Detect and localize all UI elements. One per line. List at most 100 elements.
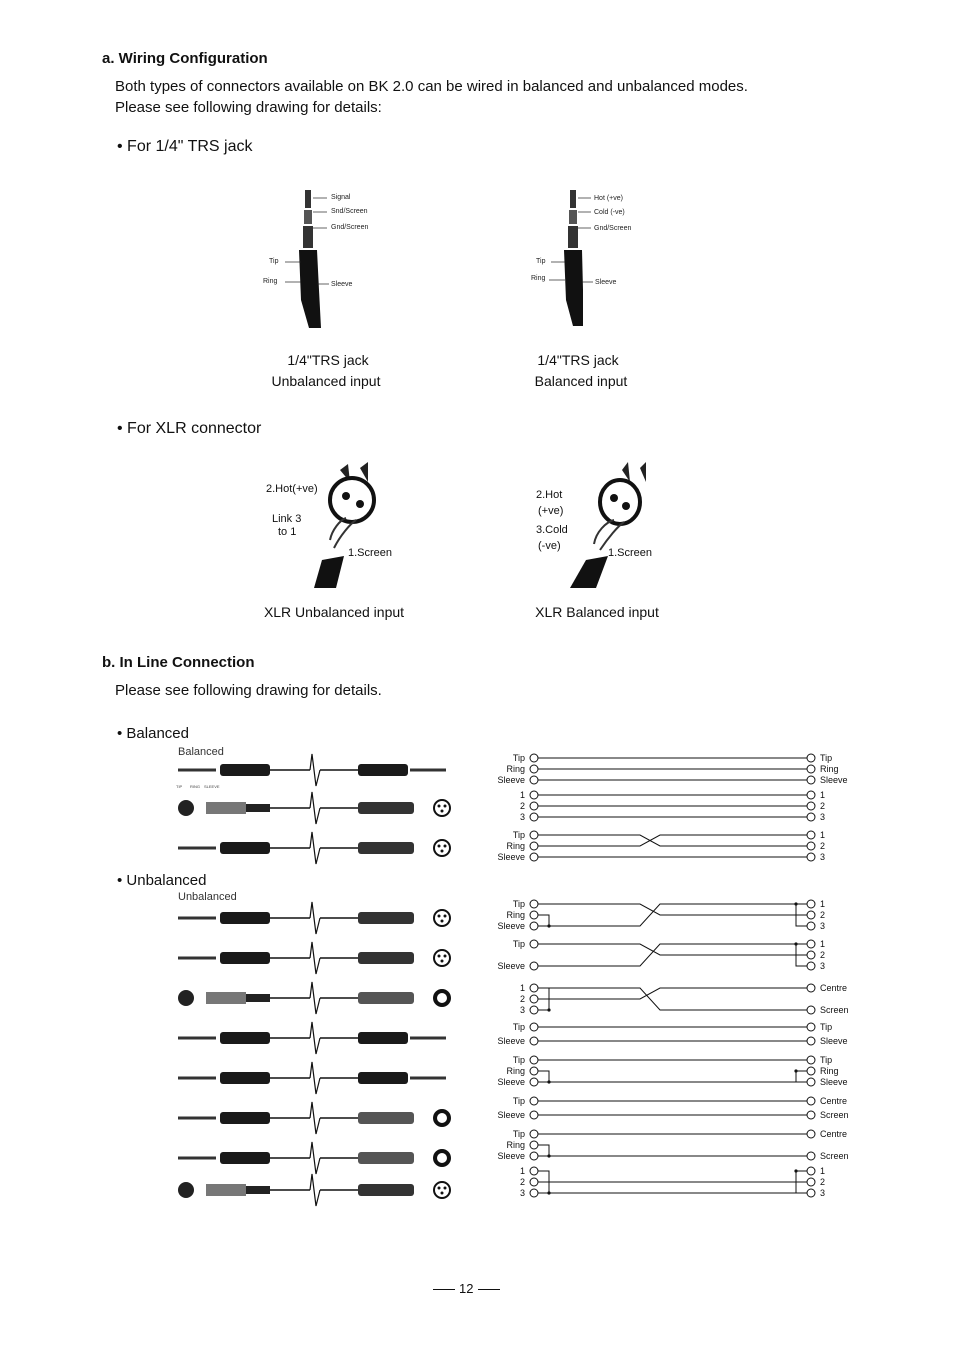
connector-body <box>220 952 270 964</box>
wiring-line <box>538 834 807 847</box>
wiring-right-label: Screen <box>820 1110 849 1120</box>
wiring-terminal <box>529 830 539 840</box>
wiring-right-label: 3 <box>820 961 825 971</box>
wiring-diagrams: TipRingSleeveTipRingSleeve123123TipRingS… <box>497 753 849 1198</box>
xlr-face-icon <box>178 990 194 1006</box>
connector-body <box>206 1184 246 1196</box>
wiring-bridge <box>795 1070 807 1083</box>
cable-row <box>178 1141 451 1175</box>
wiring-terminal <box>806 1036 816 1046</box>
trs-bal-label-hot: Hot (+ve) <box>594 195 623 202</box>
wiring-terminal <box>806 790 816 800</box>
xlr-pin <box>437 844 441 848</box>
wiring-terminal <box>529 1188 539 1198</box>
trs-bal-label-cold: Cold (-ve) <box>594 209 625 216</box>
wiring-terminal <box>529 1110 539 1120</box>
xlr-unbal-label-screen: 1.Screen <box>348 547 392 559</box>
wiring-bridge <box>538 1170 550 1194</box>
trs-unbal-caption-1: 1/4"TRS jack <box>287 352 369 368</box>
wiring-terminal <box>806 1096 816 1106</box>
xlr-face-icon <box>433 909 451 927</box>
wiring-left-label: Tip <box>513 1096 525 1106</box>
wiring-right-label: 2 <box>820 950 825 960</box>
xlr-bal-label-cold-ve: (-ve) <box>538 540 561 552</box>
wiring-left-label: Tip <box>513 1129 525 1139</box>
xlr-pin <box>437 1186 441 1190</box>
xlr-pin <box>443 844 447 848</box>
wiring-line <box>538 903 807 916</box>
wiring-left-label: Sleeve <box>497 921 525 931</box>
wiring-terminal <box>806 1005 816 1015</box>
cable-break <box>309 1173 321 1207</box>
connector-body <box>358 1184 414 1196</box>
connector-body <box>358 912 414 924</box>
connector-body <box>358 802 414 814</box>
trs-unbal-label-ring: Ring <box>263 278 278 285</box>
wiring-right-label: 3 <box>820 852 825 862</box>
wiring-terminal <box>529 1036 539 1046</box>
connector-body <box>220 912 270 924</box>
cable-row <box>178 791 451 825</box>
trs-unbal-label-tip: Tip <box>269 258 279 265</box>
xlr-pin <box>437 914 441 918</box>
wiring-left-label: 2 <box>520 1177 525 1187</box>
wiring-left-label: Ring <box>506 1140 525 1150</box>
connector-body <box>358 1112 414 1124</box>
wiring-bridge <box>538 1070 550 1083</box>
cable-break <box>309 831 321 865</box>
cable-row <box>178 901 451 935</box>
trs-unbal-label-snd: Snd/Screen <box>331 208 368 215</box>
wiring-line <box>538 987 807 1011</box>
wiring-right-label: Sleeve <box>820 1036 848 1046</box>
wiring-terminal <box>529 1140 539 1150</box>
wiring-left-label: 1 <box>520 1166 525 1176</box>
wiring-terminal <box>529 1096 539 1106</box>
xlr-face-icon <box>433 799 451 817</box>
connector-body <box>358 992 414 1004</box>
photo-label-tip: TIP <box>176 784 183 789</box>
cable-row <box>178 1173 451 1207</box>
wiring-right-label: 2 <box>820 1177 825 1187</box>
wiring-terminal <box>529 1151 539 1161</box>
wiring-terminal <box>529 764 539 774</box>
wiring-right-label: Tip <box>820 753 832 763</box>
trs-bal-label-tip: Tip <box>536 258 546 265</box>
wiring-terminal <box>529 852 539 862</box>
balanced-bullet: • Balanced <box>117 725 189 742</box>
wiring-terminal <box>806 910 816 920</box>
connector-body <box>206 802 246 814</box>
wiring-left-label: Tip <box>513 899 525 909</box>
wiring-left-label: Sleeve <box>497 1036 525 1046</box>
wiring-left-label: Ring <box>506 1066 525 1076</box>
wiring-terminal <box>529 1077 539 1087</box>
wiring-left-label: Sleeve <box>497 775 525 785</box>
photo-label-ring: RING <box>190 784 200 789</box>
xlr-unbal-caption: XLR Unbalanced input <box>263 604 405 620</box>
xlr-pin <box>440 959 444 963</box>
wiring-terminal <box>529 961 539 971</box>
wiring-left-label: 3 <box>520 1005 525 1015</box>
trs-bal-label-gnd: Gnd/Screen <box>594 225 631 232</box>
connector-body <box>220 842 270 854</box>
wiring-junction <box>547 1191 551 1195</box>
wiring-terminal <box>806 812 816 822</box>
balanced-photo-title: Balanced <box>178 746 224 758</box>
intro-line-1: Both types of connectors available on BK… <box>115 78 748 95</box>
connector-body <box>220 1032 270 1044</box>
connector-body <box>358 764 408 776</box>
wiring-left-label: Ring <box>506 764 525 774</box>
wiring-right-label: 2 <box>820 801 825 811</box>
wiring-junction <box>547 1080 551 1084</box>
wiring-left-label: Tip <box>513 753 525 763</box>
wiring-junction <box>547 1154 551 1158</box>
trs-unbal-label-sleeve: Sleeve <box>331 281 353 288</box>
wiring-junction <box>794 902 798 906</box>
connector-body <box>358 1032 408 1044</box>
trs-balanced-illustration: Hot (+ve) Cold (-ve) Gnd/Screen Tip Ring… <box>531 190 631 326</box>
cable-row <box>178 1101 451 1135</box>
xlr-pin <box>437 954 441 958</box>
